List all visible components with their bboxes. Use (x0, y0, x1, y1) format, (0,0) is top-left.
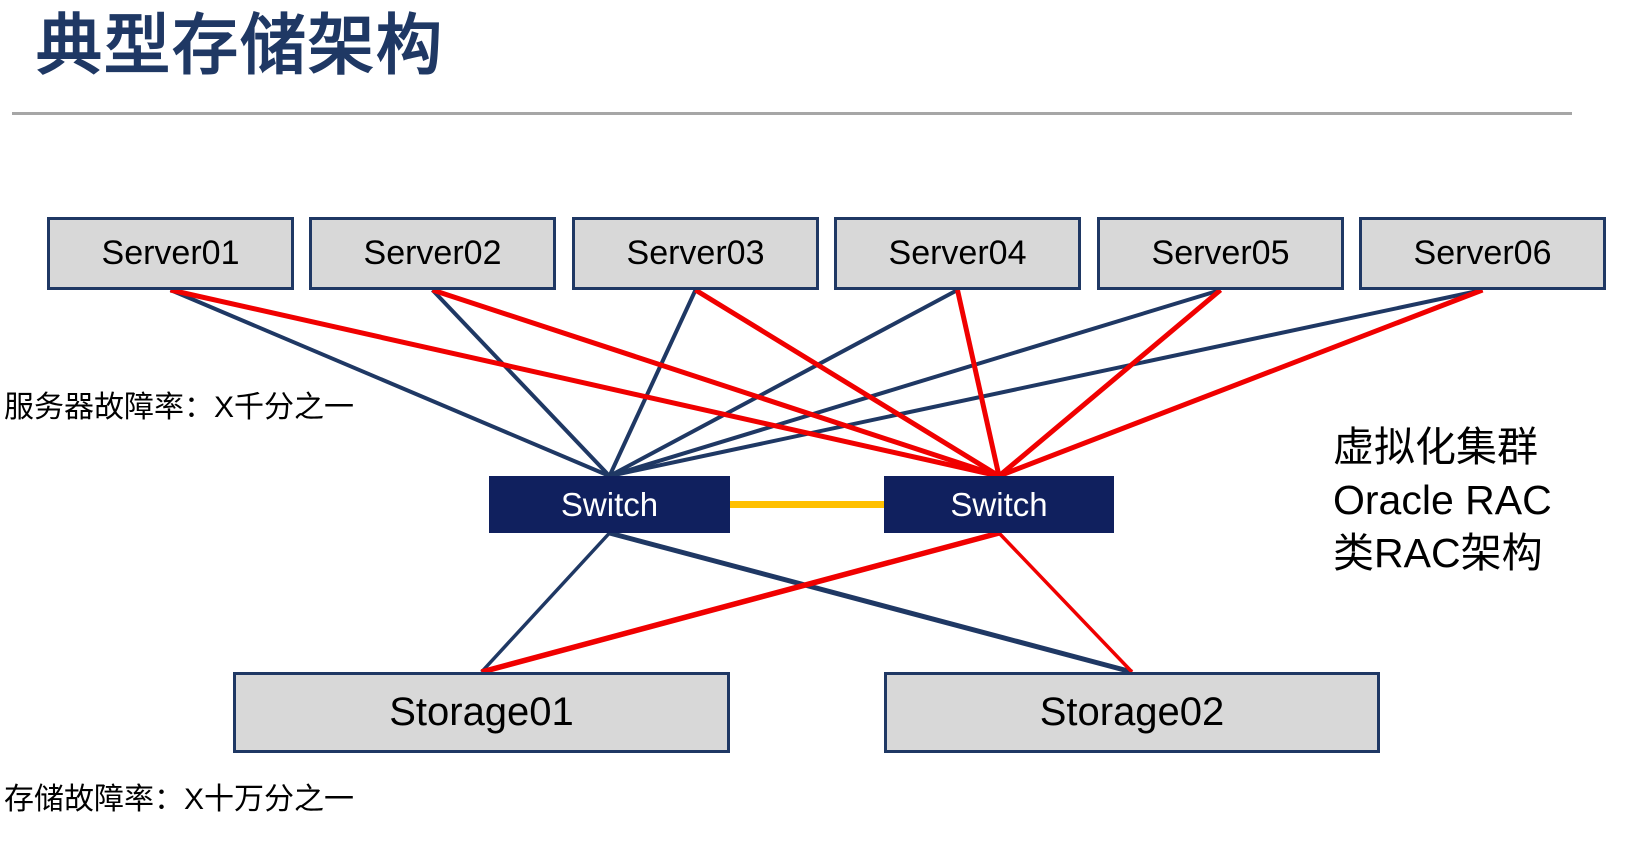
link-switch1-storage1 (480, 531, 611, 674)
link-switch2-storage1 (480, 530, 1000, 675)
link-server03-switch2 (694, 287, 1001, 479)
switch2-box: Switch (884, 476, 1114, 533)
link-switch1-storage2 (608, 530, 1133, 675)
link-server02-switch1 (431, 288, 611, 478)
server03-label: Server03 (626, 234, 765, 272)
title-divider (12, 112, 1572, 115)
cluster-note-line3: 类RAC架构 (1333, 530, 1543, 576)
link-server05-switch1 (608, 288, 1222, 478)
link-server06-switch1 (609, 288, 1483, 478)
server05-label: Server05 (1151, 234, 1290, 272)
link-server01-switch2 (169, 287, 1000, 479)
server04-box: Server04 (834, 217, 1081, 290)
server02-box: Server02 (309, 217, 556, 290)
server06-label: Server06 (1413, 234, 1552, 272)
storage2-label: Storage02 (1039, 690, 1225, 734)
server04-label: Server04 (888, 234, 1027, 272)
server-failure-rate-note: 服务器故障率：X千分之一 (4, 391, 355, 424)
cluster-note: 虚拟化集群 Oracle RAC 类RAC架构 (1333, 421, 1552, 580)
storage1-box: Storage01 (233, 672, 730, 753)
storage-failure-rate-note: 存储故障率：X十万分之一 (4, 783, 355, 816)
switch1-box: Switch (489, 476, 730, 533)
storage2-box: Storage02 (884, 672, 1380, 753)
link-switch2-storage2 (997, 531, 1134, 674)
server02-label: Server02 (363, 234, 502, 272)
link-server06-switch2 (998, 287, 1484, 479)
cluster-note-line1: 虚拟化集群 (1333, 424, 1538, 470)
server05-box: Server05 (1097, 217, 1344, 290)
server01-box: Server01 (47, 217, 294, 290)
link-server02-switch2 (431, 287, 1000, 479)
link-server04-switch2 (955, 289, 1002, 477)
page-title: 典型存储架构 (36, 8, 444, 82)
server03-box: Server03 (572, 217, 819, 290)
cluster-note-line2: Oracle RAC (1333, 477, 1552, 523)
link-server04-switch1 (608, 288, 959, 478)
link-server01-switch1 (169, 288, 611, 478)
link-server05-switch2 (997, 288, 1223, 478)
server01-label: Server01 (101, 234, 240, 272)
switch2-label: Switch (950, 485, 1048, 523)
storage1-label: Storage01 (389, 690, 574, 734)
link-server03-switch1 (607, 289, 698, 477)
server06-box: Server06 (1359, 217, 1606, 290)
switch1-label: Switch (560, 485, 659, 523)
